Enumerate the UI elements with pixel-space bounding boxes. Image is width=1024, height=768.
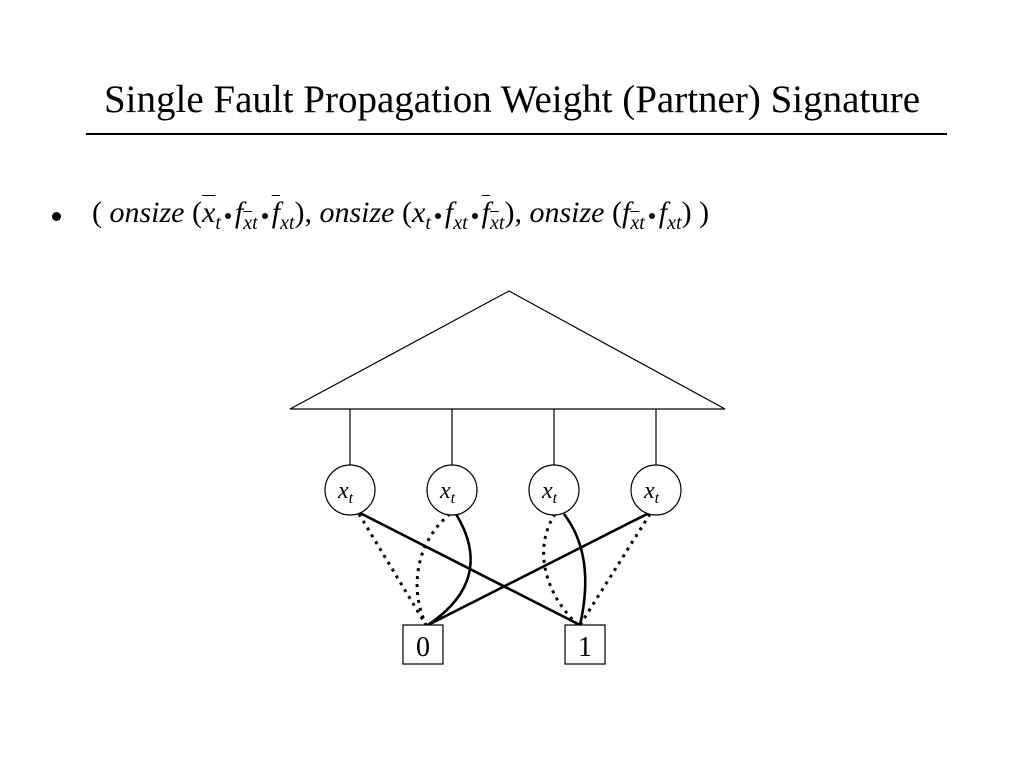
svg-text:xt: xt [643, 478, 660, 507]
node-var: x [439, 478, 451, 504]
close-paren: ) [691, 196, 710, 229]
onsize-fn-3: onsize [529, 196, 605, 229]
term1-var: x [202, 196, 216, 229]
terminal-node-1: 1 [564, 624, 606, 665]
and-operator [471, 213, 478, 219]
svg-text:xt: xt [337, 478, 354, 507]
upper-bdd-triangle [289, 290, 726, 410]
then-edge [562, 513, 587, 626]
and-operator [648, 213, 655, 219]
term3-f2-sub-sub: t [676, 212, 682, 234]
else-edge [415, 512, 451, 626]
term2-f2: f [481, 196, 491, 229]
term3-f1: f [621, 196, 631, 229]
else-edge [578, 513, 652, 626]
term3-f2-sub-var: x [667, 212, 676, 234]
term3-f1-sub-sub: t [639, 212, 645, 234]
node-var: x [643, 478, 655, 504]
term2-var-sub: t [425, 212, 431, 234]
title-underline [86, 133, 947, 135]
term3-f1-sub-var: x [630, 212, 640, 234]
variable-node: xt [630, 464, 682, 516]
term1-f1-sub-sub: t [252, 212, 258, 234]
node-var: x [337, 478, 349, 504]
node-sub: t [553, 490, 558, 507]
term2-f1: f [444, 196, 454, 229]
and-operator [261, 213, 268, 219]
and-operator [434, 213, 441, 219]
svg-text:xt: xt [439, 478, 456, 507]
node-sub: t [655, 490, 660, 507]
then-edge [427, 510, 652, 627]
svg-text:xt: xt [541, 478, 558, 507]
variable-node: xt [528, 464, 580, 516]
term1-f2-sub-sub: t [288, 212, 295, 234]
terminal-label: 1 [578, 632, 592, 663]
term1-f2-sub-var: x [280, 212, 289, 234]
onsize-fn-2: onsize [319, 196, 395, 229]
term1-f1-sub-var: x [243, 212, 253, 234]
onsize-fn-1: onsize [109, 196, 185, 229]
variable-node: xt [324, 464, 376, 516]
then-edge [427, 513, 472, 627]
bullet-marker [52, 212, 61, 221]
term2-f1-sub-sub: t [462, 212, 468, 234]
terminal-node-0: 0 [402, 624, 444, 665]
term2-f2-sub-sub: t [498, 212, 505, 234]
term1-f2: f [271, 196, 281, 229]
node-var: x [541, 478, 553, 504]
term1-f1: f [234, 196, 244, 229]
open-paren: ( [92, 196, 110, 229]
terminal-label: 0 [416, 632, 430, 663]
variable-node: xt [426, 464, 478, 516]
separator-1: , [304, 196, 320, 229]
term2-f2-sub-var: x [490, 212, 499, 234]
else-edge [357, 513, 428, 626]
term2-var: x [411, 196, 426, 229]
separator-2: , [514, 196, 530, 229]
node-sub: t [349, 490, 354, 507]
node-sub: t [451, 490, 456, 507]
term3-f2: f [658, 196, 668, 229]
term1-var-sub: t [215, 212, 221, 234]
and-operator [224, 213, 231, 219]
slide-title: Single Fault Propagation Weight (Partner… [103, 78, 921, 121]
term2-f1-sub-var: x [453, 212, 463, 234]
